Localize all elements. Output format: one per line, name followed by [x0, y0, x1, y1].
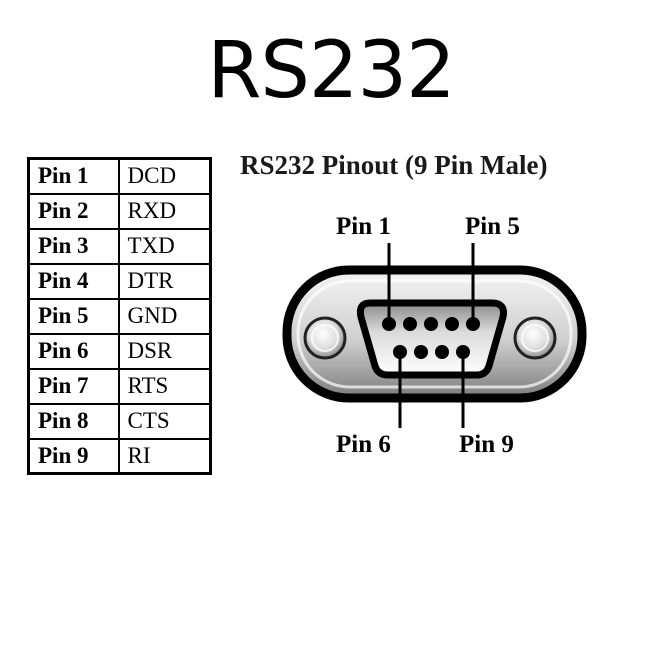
- table-row: Pin 6 DSR: [27, 332, 212, 370]
- table-row: Pin 2 RXD: [27, 192, 212, 230]
- table-row: Pin 8 CTS: [27, 402, 212, 440]
- pin-dot: [456, 345, 470, 359]
- table-row: Pin 1 DCD: [27, 157, 212, 195]
- d-sub-face: [356, 299, 507, 379]
- pin-number-cell: Pin 2: [27, 192, 120, 230]
- pin-number-cell: Pin 3: [27, 227, 120, 265]
- page-title: RS232: [207, 26, 456, 116]
- pin-number-cell: Pin 7: [27, 367, 120, 405]
- left-screw-icon: [303, 316, 347, 360]
- signal-name-cell: CTS: [117, 402, 212, 440]
- pin-dot: [435, 345, 449, 359]
- pin-dot: [445, 317, 459, 331]
- pin6-label: Pin 6: [336, 431, 391, 458]
- pin-row-top: [382, 317, 480, 331]
- signal-name-cell: RXD: [117, 192, 212, 230]
- pin-row-bottom: [393, 345, 470, 359]
- pin-number-cell: Pin 5: [27, 297, 120, 335]
- pin-dot: [393, 345, 407, 359]
- pin-number-cell: Pin 1: [27, 157, 120, 195]
- signal-name-cell: RTS: [117, 367, 212, 405]
- pin-dot: [424, 317, 438, 331]
- table-row: Pin 9 RI: [27, 437, 212, 475]
- pin1-label: Pin 1: [336, 213, 391, 240]
- pin-dot: [382, 317, 396, 331]
- pin-dot: [466, 317, 480, 331]
- pin5-label: Pin 5: [465, 213, 520, 240]
- pin-number-cell: Pin 9: [27, 437, 120, 475]
- pin-dot: [403, 317, 417, 331]
- pin-dot: [414, 345, 428, 359]
- signal-name-cell: DTR: [117, 262, 212, 300]
- pin-assignment-table: Pin 1 DCD Pin 2 RXD Pin 3 TXD Pin 4 DTR …: [27, 157, 212, 475]
- signal-name-cell: TXD: [117, 227, 212, 265]
- table-row: Pin 3 TXD: [27, 227, 212, 265]
- signal-name-cell: DSR: [117, 332, 212, 370]
- table-row: Pin 7 RTS: [27, 367, 212, 405]
- pin-number-cell: Pin 4: [27, 262, 120, 300]
- pin-number-cell: Pin 6: [27, 332, 120, 370]
- pinout-heading: RS232 Pinout (9 Pin Male): [240, 150, 548, 180]
- signal-name-cell: DCD: [117, 157, 212, 195]
- pin9-label: Pin 9: [459, 431, 514, 458]
- signal-name-cell: GND: [117, 297, 212, 335]
- table-row: Pin 5 GND: [27, 297, 212, 335]
- table-row: Pin 4 DTR: [27, 262, 212, 300]
- signal-name-cell: RI: [117, 437, 212, 475]
- pin-number-cell: Pin 8: [27, 402, 120, 440]
- right-screw-icon: [513, 316, 557, 360]
